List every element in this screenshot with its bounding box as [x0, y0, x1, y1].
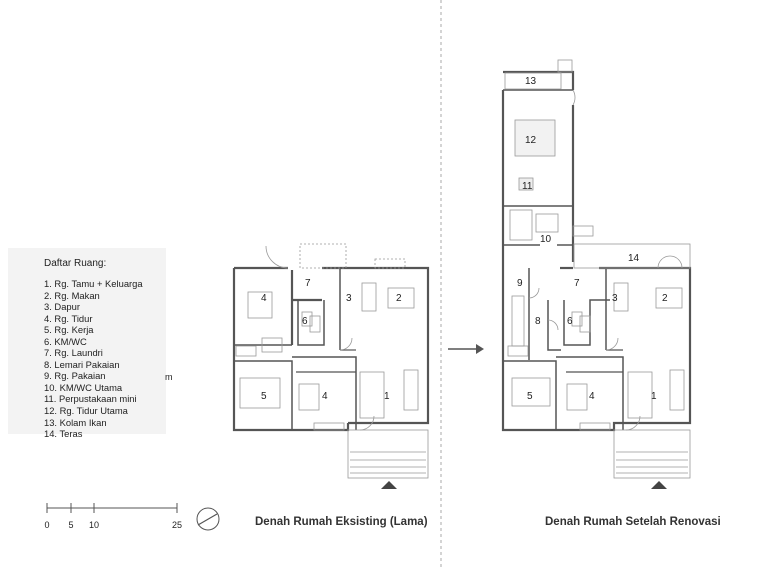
scale-tick-label: 5	[68, 520, 74, 530]
scale-tick-label: 25	[171, 520, 183, 530]
scale-tick-label: 10	[88, 520, 100, 530]
scale-bar	[46, 503, 178, 513]
legend-item: 7. Rg. Laundri	[44, 347, 103, 359]
legend-item: 5. Rg. Kerja	[44, 324, 94, 336]
room-number: 3	[612, 293, 618, 304]
legend-item: 8. Lemari Pakaian	[44, 358, 120, 370]
room-number: 7	[574, 278, 580, 289]
plan-renovation-porch	[613, 429, 691, 479]
north-arrow-icon	[196, 507, 220, 531]
plan-renovation-details	[504, 59, 691, 431]
legend-item: 3. Dapur	[44, 301, 80, 313]
legend-item: 9. Rg. Pakaian	[44, 370, 106, 382]
room-number: 2	[396, 293, 402, 304]
room-number: 1	[384, 391, 390, 402]
room-number: 10	[540, 234, 552, 245]
room-number: 4	[322, 391, 328, 402]
legend-item: 13. Kolam Ikan	[44, 416, 107, 428]
caption-existing: Denah Rumah Eksisting (Lama)	[255, 516, 428, 528]
room-number: 6	[567, 316, 573, 327]
room-number: 2	[662, 293, 668, 304]
legend-panel	[8, 248, 166, 434]
unit-label: m	[165, 372, 173, 382]
room-number: 3	[346, 293, 352, 304]
legend-item: 12. Rg. Tidur Utama	[44, 405, 128, 417]
transition-arrow-icon	[448, 344, 484, 354]
legend-item: 4. Rg. Tidur	[44, 312, 93, 324]
room-number: 4	[589, 391, 595, 402]
room-number: 8	[535, 316, 541, 327]
room-number: 5	[261, 391, 267, 402]
room-number: 5	[527, 391, 533, 402]
legend-item: 2. Rg. Makan	[44, 289, 100, 301]
room-number: 6	[302, 316, 308, 327]
legend-item: 14. Teras	[44, 428, 83, 440]
legend-title: Daftar Ruang:	[44, 258, 107, 269]
room-number: 11	[522, 181, 533, 192]
entrance-marker-icon	[381, 481, 397, 489]
room-number: 12	[525, 135, 537, 146]
room-number: 14	[628, 253, 640, 264]
legend-list: 1. Rg. Tamu + Keluarga 2. Rg. Makan 3. D…	[44, 278, 143, 440]
plan-existing-porch	[347, 429, 429, 479]
scale-tick-label: 0	[44, 520, 50, 530]
legend-item: 6. KM/WC	[44, 335, 87, 347]
room-number: 9	[517, 278, 523, 289]
room-number: 1	[651, 391, 657, 402]
caption-renovation: Denah Rumah Setelah Renovasi	[545, 516, 721, 528]
legend-item: 10. KM/WC Utama	[44, 381, 123, 393]
room-number: 13	[525, 76, 537, 87]
room-number: 7	[305, 278, 311, 289]
entrance-marker-icon	[651, 481, 667, 489]
plan-existing-details	[235, 243, 419, 431]
room-number: 4	[261, 293, 267, 304]
legend-item: 1. Rg. Tamu + Keluarga	[44, 278, 143, 289]
legend-item: 11. Perpustakaan mini	[44, 393, 137, 405]
